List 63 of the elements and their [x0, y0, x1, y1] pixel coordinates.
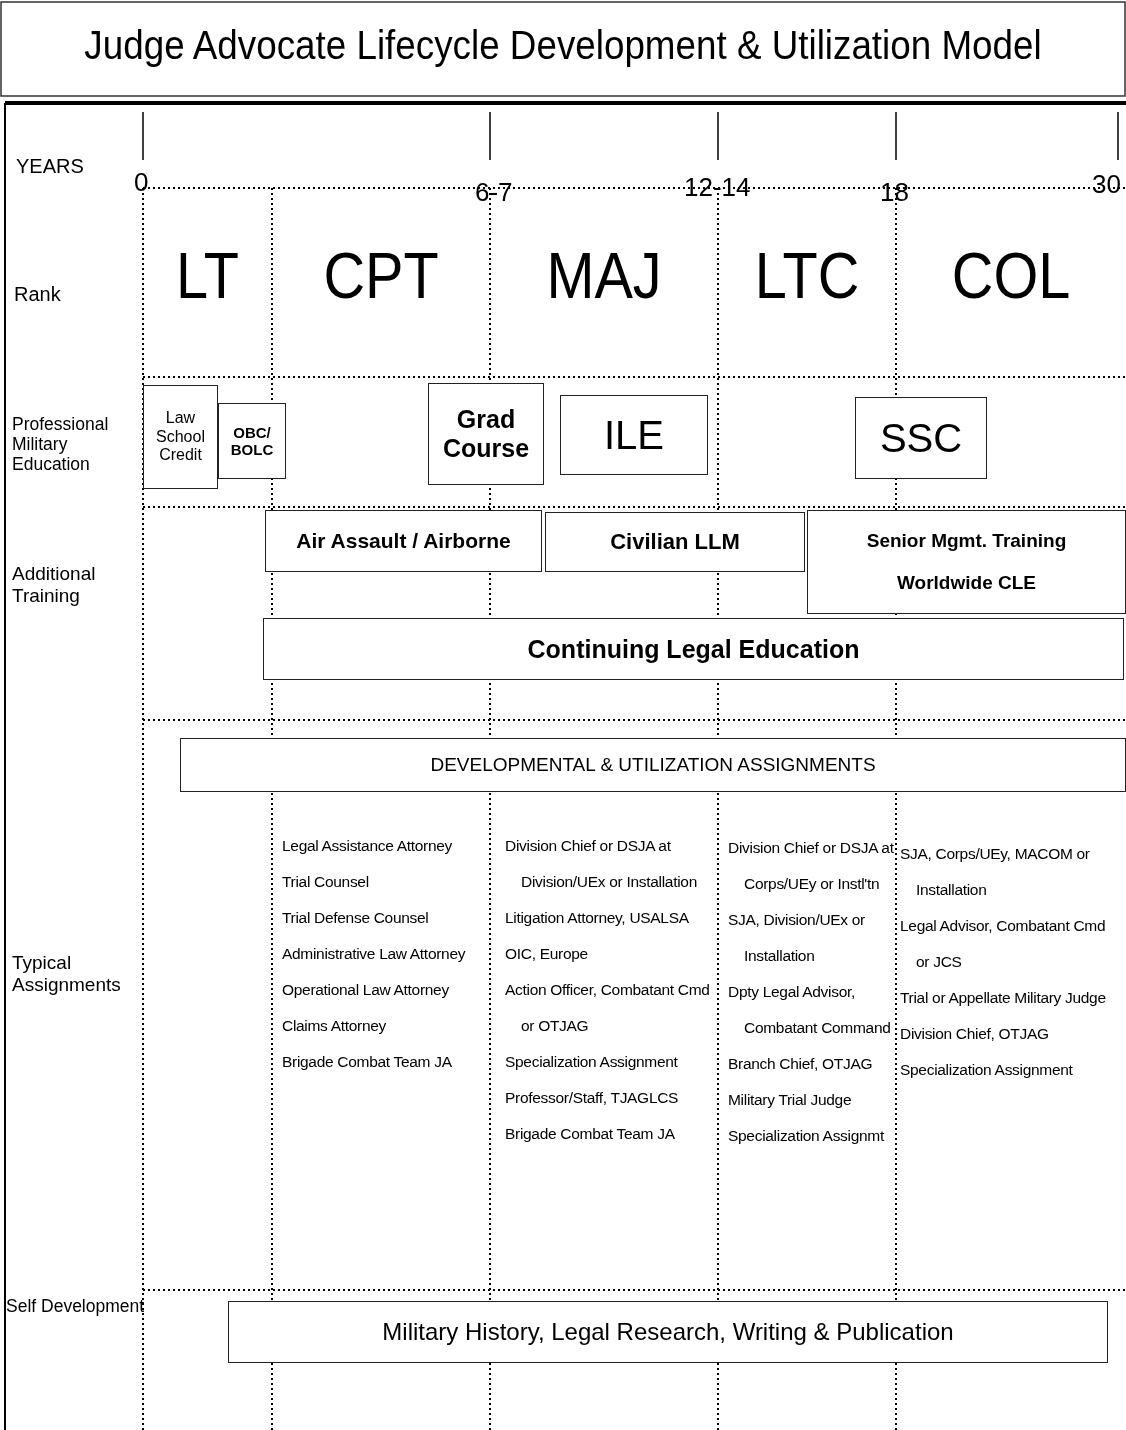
row-label: Additional Training	[12, 563, 97, 607]
box-text: Law School Credit	[155, 409, 206, 465]
assignment-item: Division Chief, OTJAG	[900, 1024, 1050, 1044]
year-mark: 12-14	[684, 173, 751, 203]
rank-label: CPT	[322, 240, 440, 314]
row-label: Rank	[14, 283, 61, 306]
assignment-item: Operational Law Attorney	[282, 980, 450, 1000]
assignment-item: Legal Advisor, Combatant Cmd or JCS	[900, 916, 1107, 972]
assignment-item: Specialization Assignmt	[728, 1126, 885, 1146]
rank-label: LTC	[753, 240, 861, 314]
box-text: Worldwide CLE	[897, 572, 1036, 594]
training-box	[218, 403, 286, 479]
axis-label: YEARS	[16, 155, 84, 178]
assignment-item: OIC, Europe	[505, 944, 589, 964]
box-text: Civilian LLM	[610, 529, 740, 555]
assignment-item: SJA, Corps/UEy, MACOM or Installation	[900, 844, 1091, 900]
training-box	[228, 1301, 1108, 1363]
assignment-item: Brigade Combat Team JA	[282, 1052, 453, 1072]
box-text: ILE	[603, 412, 664, 458]
year-mark: 6-7	[475, 178, 513, 208]
assignment-item: Litigation Attorney, USALSA	[505, 908, 690, 928]
row-label: Professional Military Education	[12, 414, 110, 475]
assignment-item: Dpty Legal Advisor, Combatant Command	[728, 982, 892, 1038]
assignment-item: Trial Defense Counsel	[282, 908, 430, 928]
training-box	[807, 510, 1126, 614]
assignment-item: Specialization Assignment	[900, 1060, 1074, 1080]
assignment-item: Military Trial Judge	[728, 1090, 853, 1110]
training-box	[560, 395, 708, 475]
training-box	[263, 618, 1124, 680]
training-box	[428, 383, 544, 485]
assignment-item: Administrative Law Attorney	[282, 944, 467, 964]
training-box	[265, 510, 542, 572]
assignment-item: Professor/Staff, TJAGLCS	[505, 1088, 680, 1108]
assignment-item: Division Chief or DSJA at Corps/UEy or Instl'tn	[728, 838, 894, 894]
rank-label: COL	[950, 240, 1072, 314]
assignment-item: Specialization Assignment	[505, 1052, 679, 1072]
training-box	[180, 738, 1126, 792]
training-box	[855, 397, 987, 479]
assignment-item: SJA, Division/UEx or Installation	[728, 910, 866, 966]
training-box	[545, 512, 805, 572]
box-text: SSC	[879, 415, 963, 461]
row-label: Typical Assignments	[12, 952, 122, 996]
box-text: Grad Course	[441, 405, 531, 463]
box-text: Military History, Legal Research, Writing & Publication	[382, 1318, 954, 1346]
box-text: OBC/ BOLC	[229, 423, 275, 459]
assignment-item: Trial or Appellate Military Judge	[900, 988, 1107, 1008]
rank-label: LT	[175, 240, 240, 314]
box-text: DEVELOPMENTAL & UTILIZATION ASSIGNMENTS	[430, 754, 876, 776]
assignment-item: Legal Assistance Attorney	[282, 836, 453, 856]
assignment-item: Branch Chief, OTJAG	[728, 1054, 874, 1074]
assignment-item: Division Chief or DSJA at Division/UEx or Installation	[505, 836, 698, 892]
training-box	[143, 385, 218, 489]
assignment-item: Brigade Combat Team JA	[505, 1124, 676, 1144]
box-text: Air Assault / Airborne	[296, 528, 511, 554]
assignment-item: Action Officer, Combatant Cmd or OTJAG	[505, 980, 711, 1036]
diagram-title: Judge Advocate Lifecycle Development & Utilization Model	[83, 22, 1043, 68]
box-text: Continuing Legal Education	[527, 634, 860, 664]
rank-label: MAJ	[545, 240, 663, 314]
box-text: Senior Mgmt. Training	[866, 530, 1067, 552]
assignment-item: Trial Counsel	[282, 872, 370, 892]
assignment-item: Claims Attorney	[282, 1016, 388, 1036]
year-mark: 18	[880, 178, 909, 208]
row-label: Self Development	[6, 1296, 145, 1317]
